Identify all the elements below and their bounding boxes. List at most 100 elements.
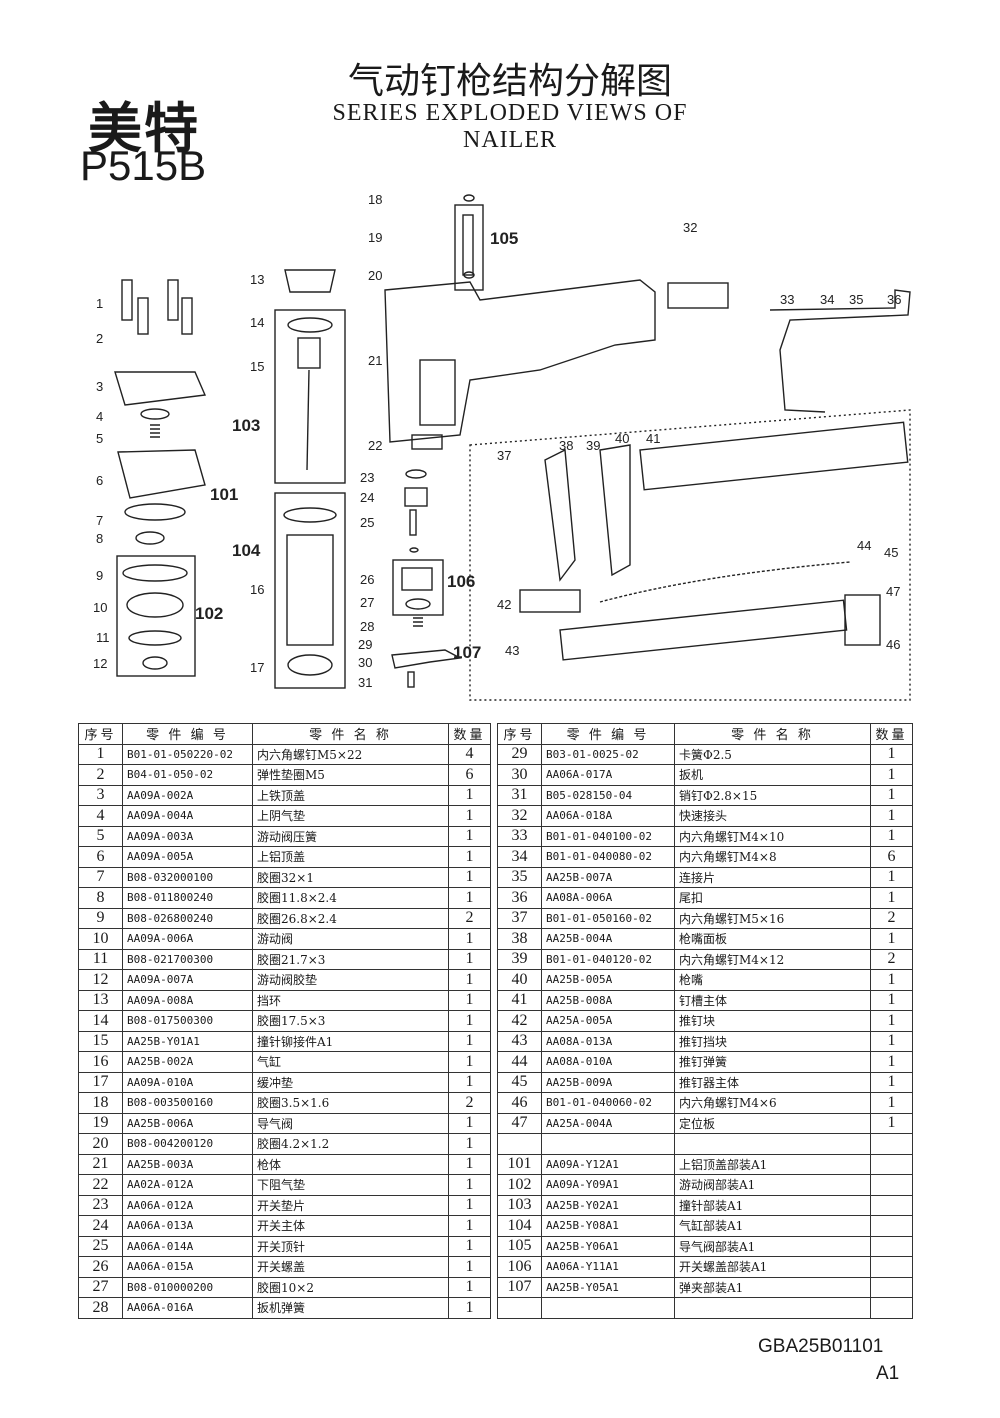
cell-no: 9 <box>78 907 123 929</box>
cell-no: 14 <box>78 1010 123 1032</box>
cell-no: 7 <box>78 866 123 888</box>
cell-no: 2 <box>78 764 123 786</box>
callout-4: 4 <box>96 409 103 424</box>
cell-code: B08-032000100 <box>122 866 253 888</box>
cell-no: 43 <box>497 1030 542 1052</box>
col-header-code: 零 件 编 号 <box>541 723 675 745</box>
cell-qty: 1 <box>870 784 913 806</box>
cell-no: 18 <box>78 1092 123 1114</box>
callout-22: 22 <box>368 438 382 453</box>
cell-name: 快速接头 <box>674 805 871 827</box>
cell-name: 卡簧Φ2.5 <box>674 743 871 765</box>
cell-qty: 1 <box>870 1112 913 1134</box>
page-subtitle: SERIES EXPLODED VIEWS OF NAILER <box>332 100 688 153</box>
col-header-qty: 数量 <box>448 723 491 745</box>
callout-104: 104 <box>232 541 261 560</box>
cell-name: 连接片 <box>674 866 871 888</box>
callout-labels: 1234567891011121314151617181920212223242… <box>93 192 901 690</box>
callout-32: 32 <box>683 220 697 235</box>
callout-20: 20 <box>368 268 382 283</box>
col-header-name: 零 件 名 称 <box>252 723 449 745</box>
cell-no: 46 <box>497 1092 542 1114</box>
cell-code: B08-003500160 <box>122 1092 253 1114</box>
cell-code: AA02A-012A <box>122 1174 253 1196</box>
callout-15: 15 <box>250 359 264 374</box>
cell-name: 胶圈26.8×2.4 <box>252 907 449 929</box>
callout-45: 45 <box>884 545 898 560</box>
cell-qty: 1 <box>870 825 913 847</box>
table-header-row: 序号 零 件 编 号 零 件 名 称 数量 <box>497 723 913 745</box>
cell-qty: 1 <box>870 969 913 991</box>
cell-no: 26 <box>78 1256 123 1278</box>
callout-12: 12 <box>93 656 107 671</box>
cell-code: AA06A-015A <box>122 1256 253 1278</box>
cell-name: 内六角螺钉M4×10 <box>674 825 871 847</box>
cell-no: 4 <box>78 805 123 827</box>
model-number: P515B <box>80 142 207 189</box>
cell-name: 推钉挡块 <box>674 1030 871 1052</box>
callout-19: 19 <box>368 230 382 245</box>
cell-qty: 1 <box>870 989 913 1011</box>
callout-43: 43 <box>505 643 519 658</box>
cell-name: 扳机弹簧 <box>252 1297 449 1319</box>
cell-qty <box>870 1174 913 1196</box>
cell-qty: 1 <box>448 1174 491 1196</box>
callout-105: 105 <box>490 229 518 248</box>
cell-qty: 2 <box>870 948 913 970</box>
cell-qty: 1 <box>448 1010 491 1032</box>
cell-name: 胶圈11.8×2.4 <box>252 887 449 909</box>
cell-code: B08-010000200 <box>122 1276 253 1298</box>
cell-code: B01-01-040080-02 <box>541 846 675 868</box>
callout-14: 14 <box>250 315 264 330</box>
cell-no: 6 <box>78 846 123 868</box>
cell-no: 105 <box>497 1235 542 1257</box>
cell-qty <box>870 1194 913 1216</box>
callout-6: 6 <box>96 473 103 488</box>
cell-code: B01-01-040100-02 <box>541 825 675 847</box>
cell-no: 101 <box>497 1153 542 1175</box>
col-header-code: 零 件 编 号 <box>122 723 253 745</box>
cell-code: AA25B-009A <box>541 1071 675 1093</box>
cell-no: 16 <box>78 1051 123 1073</box>
cell-name: 开关螺盖 <box>252 1256 449 1278</box>
cell-qty <box>870 1276 913 1298</box>
cell-no: 25 <box>78 1235 123 1257</box>
cell-no: 31 <box>497 784 542 806</box>
cell-no: 42 <box>497 1010 542 1032</box>
cell-qty: 1 <box>870 805 913 827</box>
cell-no: 11 <box>78 948 123 970</box>
cell-no: 41 <box>497 989 542 1011</box>
cell-name: 上阴气垫 <box>252 805 449 827</box>
cell-name: 枪嘴面板 <box>674 928 871 950</box>
cell-qty: 1 <box>448 1153 491 1175</box>
cell-qty: 1 <box>448 1112 491 1134</box>
callout-21: 21 <box>368 353 382 368</box>
cell-code: AA25B-005A <box>541 969 675 991</box>
col-header-no: 序号 <box>497 723 542 745</box>
callout-40: 40 <box>615 431 629 446</box>
cell-no: 39 <box>497 948 542 970</box>
cell-name: 枪体 <box>252 1153 449 1175</box>
cell-qty: 1 <box>870 887 913 909</box>
cell-code: AA25B-003A <box>122 1153 253 1175</box>
cell-qty: 1 <box>448 989 491 1011</box>
callout-17: 17 <box>250 660 264 675</box>
callout-42: 42 <box>497 597 511 612</box>
cell-name: 导气阀 <box>252 1112 449 1134</box>
cell-name: 气缸 <box>252 1051 449 1073</box>
cell-name: 内六角螺钉M4×6 <box>674 1092 871 1114</box>
cell-name: 推钉块 <box>674 1010 871 1032</box>
cell-name: 胶圈21.7×3 <box>252 948 449 970</box>
cell-no: 30 <box>497 764 542 786</box>
